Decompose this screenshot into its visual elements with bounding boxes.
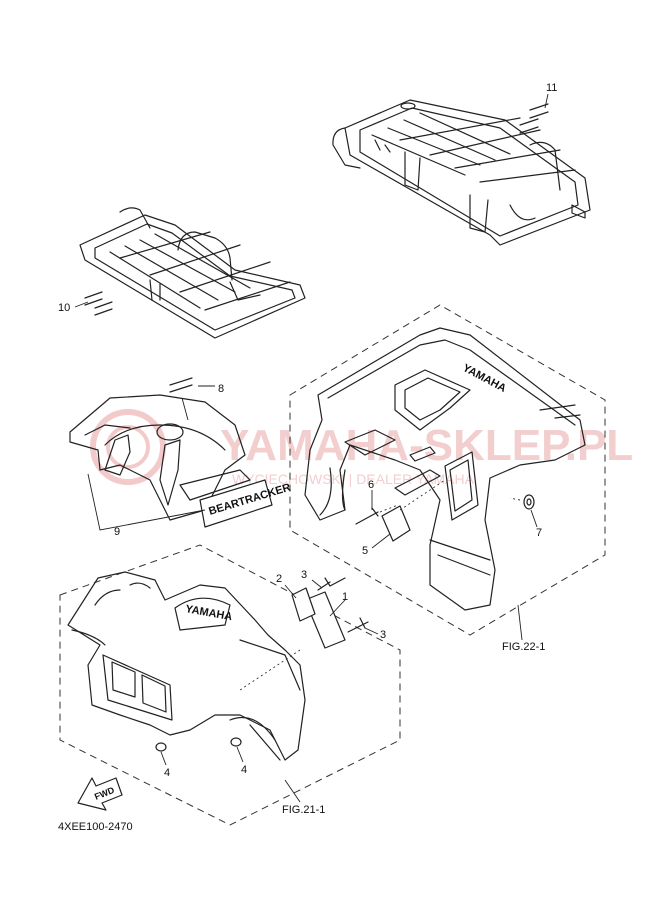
callout-3b: 3: [380, 629, 386, 641]
fig-ref-rear: FIG.22-1: [502, 641, 545, 653]
rear-fender-box: [289, 304, 606, 636]
callout-10: 10: [58, 302, 70, 314]
callout-11: 11: [546, 82, 557, 94]
screw-6: [355, 504, 399, 525]
callout-5: 5: [362, 545, 368, 557]
callout-4a: 4: [164, 767, 170, 779]
callout-4b: 4: [241, 764, 247, 776]
bolt-3a: [317, 577, 346, 591]
rear-carrier: [332, 99, 591, 246]
fwd-arrow-icon: FWD: [77, 777, 123, 811]
reflector-bracket-1: [239, 591, 346, 691]
rear-fender-brand-decal: YAMAHA: [461, 362, 508, 395]
front-fender: YAMAHA: [67, 571, 306, 761]
decal-10: [84, 291, 113, 316]
bolt-3b: [347, 617, 369, 633]
front-fender-box: [59, 544, 401, 826]
front-carrier: [79, 207, 306, 339]
decal-11: [519, 103, 549, 134]
callout-8: 8: [218, 383, 224, 395]
callout-2: 2: [276, 573, 282, 585]
callout-7: 7: [536, 527, 542, 539]
reflector-5: [381, 479, 446, 542]
front-fender-brand-decal: YAMAHA: [184, 603, 233, 623]
watermark: YAMAHA-SKLEP.PL WYCIECHOWSKI | DEALER YA…: [90, 409, 633, 487]
drawing-number: 4XEE100-2470: [58, 821, 133, 833]
watermark-logo-icon: [90, 409, 166, 485]
damper-4a: [155, 742, 167, 752]
callout-9: 9: [114, 526, 120, 538]
plate-2: [291, 587, 316, 622]
watermark-main: YAMAHA-SKLEP.PL: [220, 421, 633, 470]
model-decal-9: BEARTRACKER: [199, 479, 292, 528]
callout-1: 1: [342, 591, 348, 603]
callout-6: 6: [368, 479, 374, 491]
decal-8: [169, 377, 193, 421]
damper-4b: [230, 737, 242, 747]
fig-ref-front: FIG.21-1: [282, 804, 325, 816]
damper-7: [509, 494, 535, 510]
watermark-sub: WYCIECHOWSKI | DEALER YAMAHA: [232, 471, 475, 487]
callout-3a: 3: [301, 569, 307, 581]
